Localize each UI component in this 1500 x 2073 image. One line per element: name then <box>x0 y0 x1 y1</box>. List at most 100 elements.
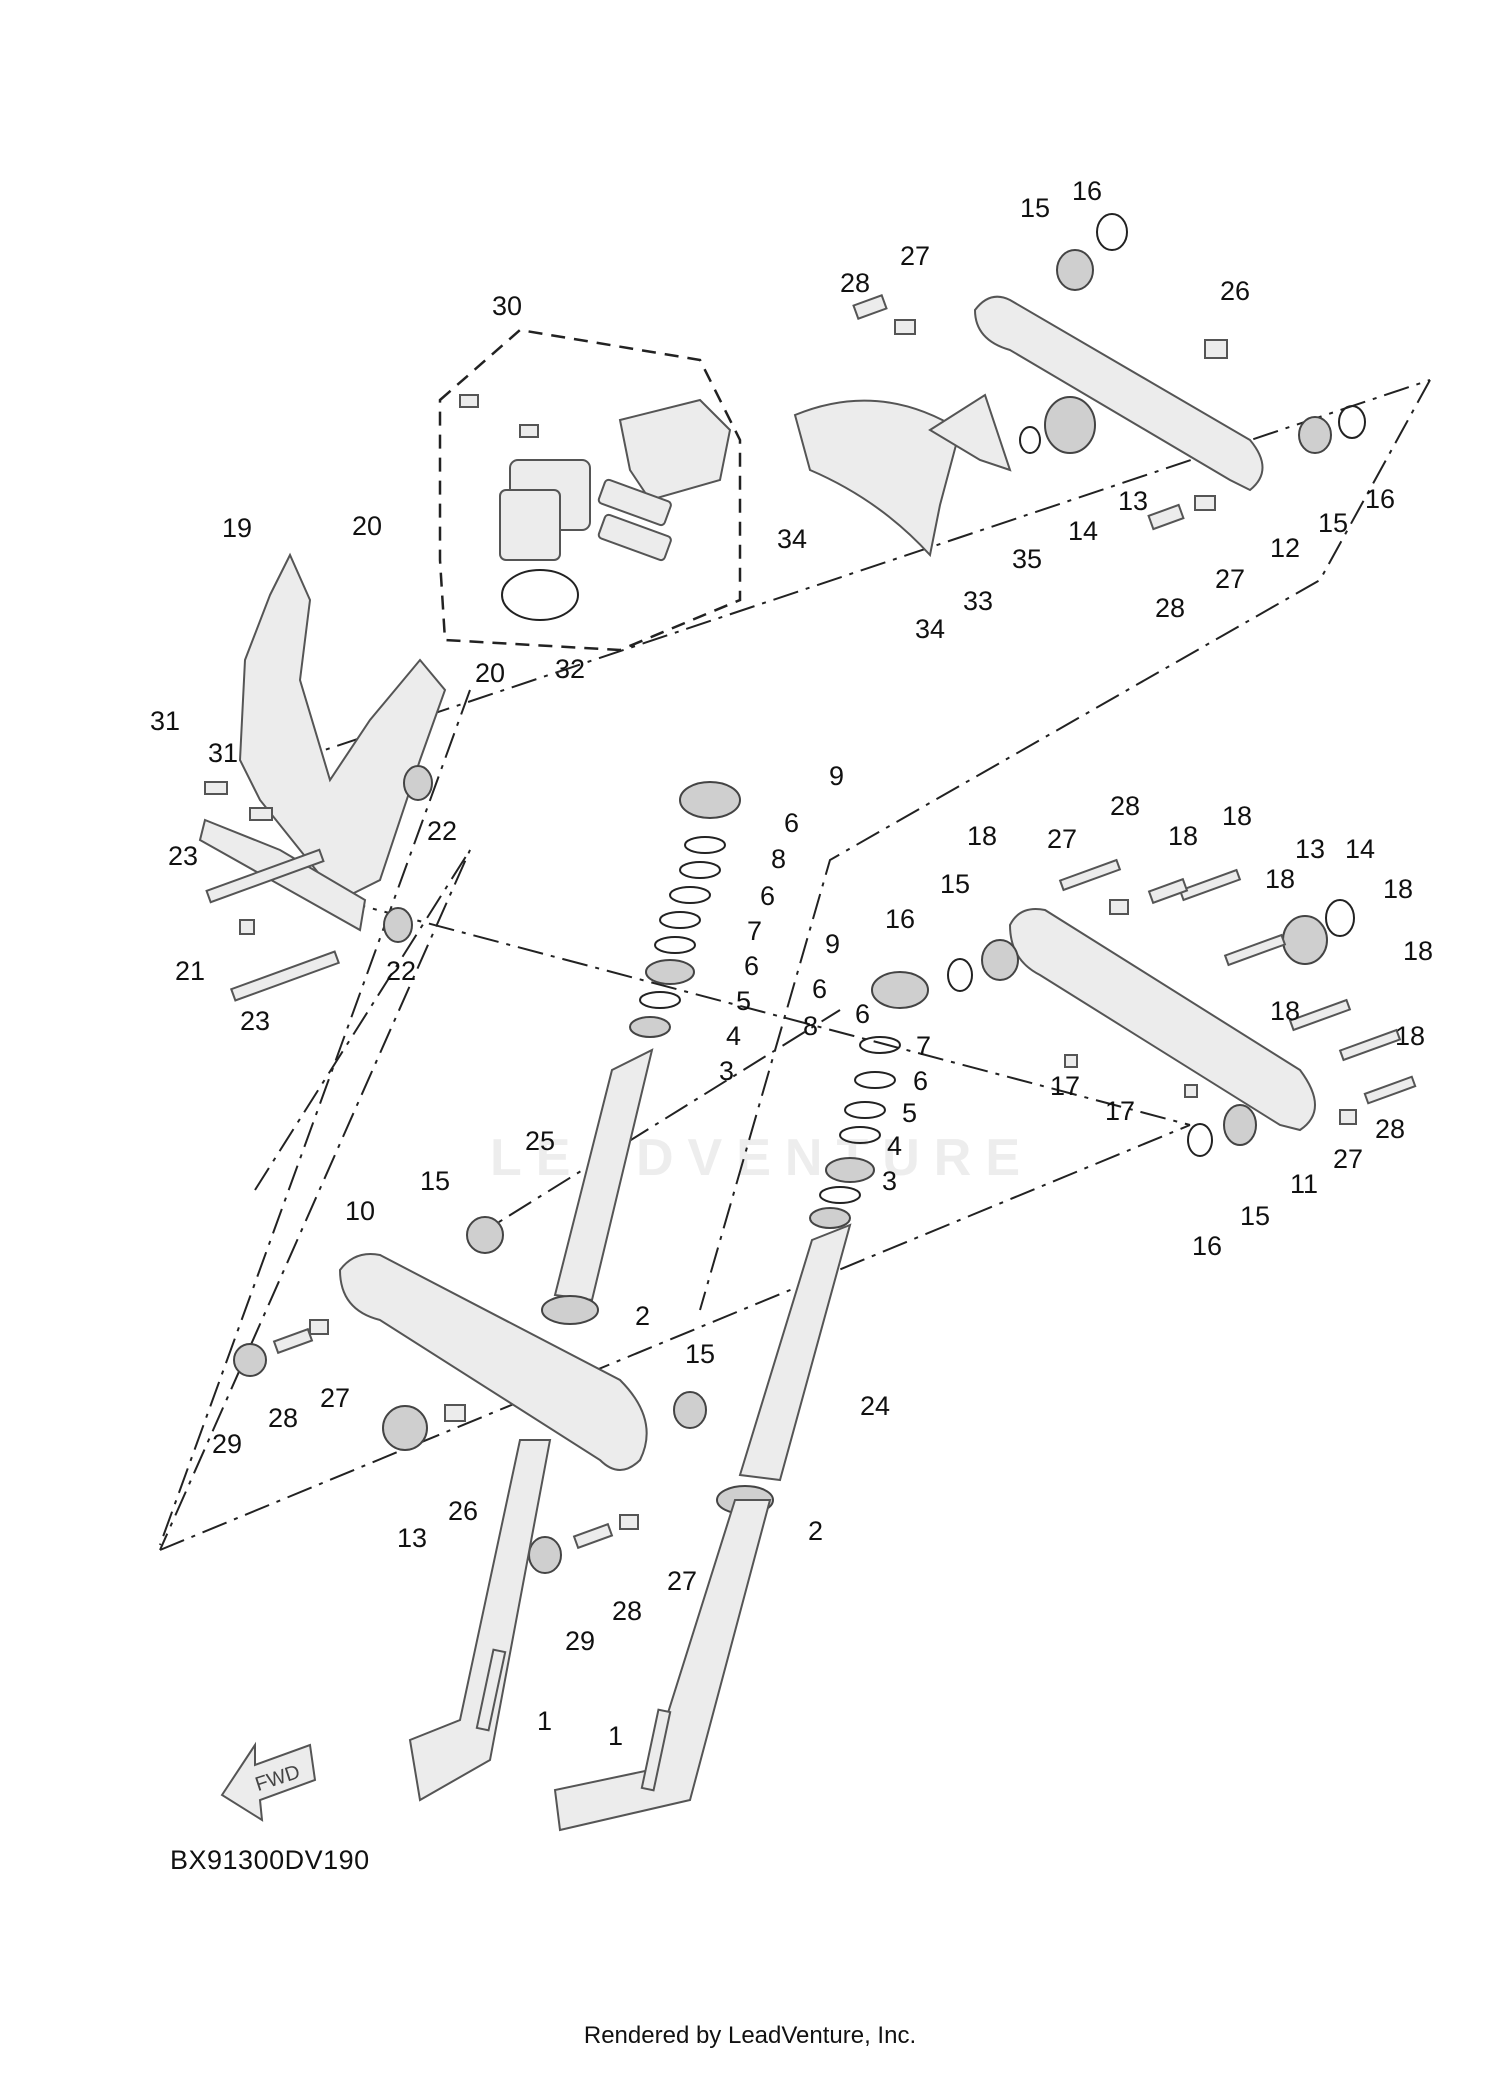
bolt-28-right <box>1363 1075 1417 1105</box>
callout-6: 6 <box>913 1066 928 1096</box>
bushing-22-bot <box>383 907 413 943</box>
callout-6: 6 <box>760 881 775 911</box>
bearing-13-right <box>1282 915 1328 965</box>
callout-9: 9 <box>825 929 840 959</box>
callout-15: 15 <box>685 1339 715 1369</box>
callout-8: 8 <box>803 1011 818 1041</box>
callout-9: 9 <box>829 761 844 791</box>
plug-26-top <box>1204 339 1228 359</box>
callout-1: 1 <box>537 1706 552 1736</box>
seal-16-right <box>1338 405 1366 439</box>
lower-bracket-10 <box>338 1253 648 1471</box>
collar-27-r-top <box>1109 899 1129 915</box>
collar-27-right <box>1339 1109 1357 1125</box>
disc-guard <box>793 399 962 558</box>
brake-caliper <box>459 394 732 621</box>
bearing-15-r-top <box>981 939 1019 981</box>
callout-4: 4 <box>726 1021 741 1051</box>
callout-28: 28 <box>1155 593 1185 623</box>
callout-32: 32 <box>555 654 585 684</box>
cap-29-bottom <box>528 1536 562 1574</box>
callout-14: 14 <box>1345 834 1375 864</box>
fork-leg-right <box>553 1499 772 1832</box>
frame-bracket-19 <box>238 552 447 902</box>
callout-11: 11 <box>1290 1169 1318 1199</box>
watermark-text: LEADVENTURE <box>490 1129 1035 1187</box>
callout-29: 29 <box>565 1626 595 1656</box>
callout-27: 27 <box>900 241 930 271</box>
bearing-13-top <box>1044 396 1096 454</box>
callout-6: 6 <box>812 974 827 1004</box>
fork-leg-left <box>408 1439 552 1802</box>
seal-16-r-bot <box>1187 1123 1213 1157</box>
callout-13: 13 <box>1295 834 1325 864</box>
callout-27: 27 <box>320 1383 350 1413</box>
callout-23: 23 <box>168 841 198 871</box>
callout-18: 18 <box>1270 996 1300 1026</box>
axis-line-mid <box>339 899 1191 1126</box>
callout-5: 5 <box>902 1098 917 1128</box>
callout-28: 28 <box>1110 791 1140 821</box>
bolt-31-a <box>204 781 228 795</box>
bolt-23-bot <box>229 950 341 1002</box>
callout-35: 35 <box>1012 544 1042 574</box>
callout-1: 1 <box>608 1721 623 1751</box>
axle-pin-1-left <box>475 1648 507 1732</box>
callout-16: 16 <box>1365 484 1395 514</box>
callout-27: 27 <box>1047 824 1077 854</box>
washer-21 <box>239 919 255 935</box>
callout-10: 10 <box>345 1196 375 1226</box>
caliper-assembly-box <box>438 328 742 652</box>
callout-27: 27 <box>1333 1144 1363 1174</box>
plug-26-bottom <box>444 1404 466 1422</box>
callout-34: 34 <box>915 614 945 644</box>
bolt-28-mid <box>1147 503 1185 531</box>
callout-15: 15 <box>940 869 970 899</box>
circlip-14-right <box>1325 899 1355 937</box>
callout-31: 31 <box>150 706 180 736</box>
callout-18: 18 <box>1168 821 1198 851</box>
assembly-outline-right <box>699 379 1431 1311</box>
callout-23: 23 <box>240 1006 270 1036</box>
callout-31: 31 <box>208 738 238 768</box>
callout-4: 4 <box>887 1131 902 1161</box>
callout-5: 5 <box>736 986 751 1016</box>
callout-34: 34 <box>777 524 807 554</box>
callout-6: 6 <box>744 951 759 981</box>
callout-3: 3 <box>719 1056 734 1086</box>
axis-line-fork <box>469 1009 841 1241</box>
callout-30: 30 <box>492 291 522 321</box>
callout-7: 7 <box>916 1031 931 1061</box>
callout-16: 16 <box>1192 1231 1222 1261</box>
callout-26: 26 <box>448 1496 478 1526</box>
collar-27-bottom <box>619 1514 639 1530</box>
collar-27-left <box>309 1319 329 1335</box>
callout-7: 7 <box>747 916 762 946</box>
callout-15: 15 <box>1240 1201 1270 1231</box>
callout-27: 27 <box>1215 564 1245 594</box>
bolt-28-left <box>272 1327 314 1355</box>
bolt-31-b <box>249 807 273 821</box>
callout-18: 18 <box>1222 801 1252 831</box>
left-fork-stack <box>541 781 741 1325</box>
bearing-13-bottom <box>382 1405 428 1451</box>
callout-6: 6 <box>855 999 870 1029</box>
callout-21: 21 <box>175 956 205 986</box>
callout-33: 33 <box>963 586 993 616</box>
callout-20: 20 <box>475 658 505 688</box>
callout-18: 18 <box>1383 874 1413 904</box>
bolt-23-top <box>205 848 325 904</box>
bolt-28-top <box>852 294 888 320</box>
callout-14: 14 <box>1068 516 1098 546</box>
callout-2: 2 <box>808 1516 823 1546</box>
bolt-18-c <box>1223 933 1287 967</box>
collar-27-mid <box>1194 495 1216 511</box>
callout-13: 13 <box>1118 486 1148 516</box>
circlip-14 <box>1019 426 1041 454</box>
callout-18: 18 <box>1395 1021 1425 1051</box>
callout-18: 18 <box>1403 936 1433 966</box>
bearing-15-top <box>1056 249 1094 291</box>
callout-18: 18 <box>1265 864 1295 894</box>
